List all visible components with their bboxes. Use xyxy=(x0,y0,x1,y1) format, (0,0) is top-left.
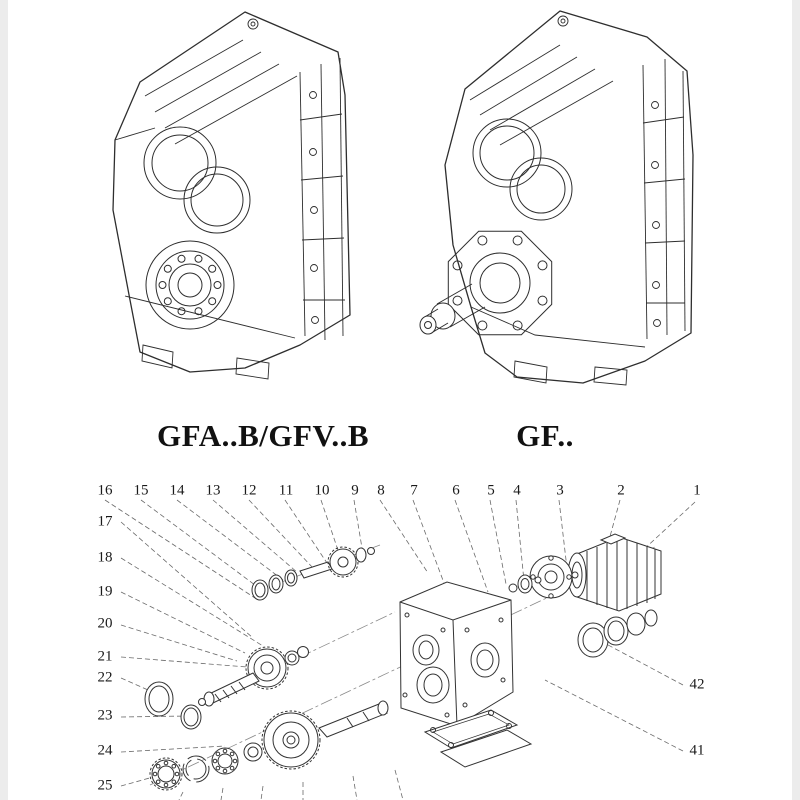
housing-details xyxy=(114,18,345,380)
output-gear-shaft-parts xyxy=(149,700,389,791)
callout-12: 12 xyxy=(241,482,257,499)
housing-outline xyxy=(444,10,694,384)
output-rings xyxy=(577,609,658,658)
callout-14: 14 xyxy=(169,482,185,499)
gear-bores xyxy=(472,118,573,221)
gear-bores xyxy=(143,126,251,234)
callout-20: 20 xyxy=(97,615,113,632)
output-shaft xyxy=(419,283,486,335)
callout-8: 8 xyxy=(377,482,385,499)
callout-21: 21 xyxy=(97,648,113,665)
callout-9: 9 xyxy=(351,482,359,499)
leader-lines xyxy=(104,499,696,800)
callout-19: 19 xyxy=(97,583,113,600)
motor-flange-coupling xyxy=(508,555,573,599)
model-label-gfab-gfvb: GFA..B/GFV..B xyxy=(156,418,370,453)
input-shaft-parts xyxy=(198,646,309,707)
callout-11: 11 xyxy=(278,482,294,499)
gearbox-drawing-gf xyxy=(415,5,715,395)
intermediate-shaft-parts xyxy=(251,546,375,601)
callout-24: 24 xyxy=(97,742,113,759)
callout-13: 13 xyxy=(205,482,221,499)
callout-17: 17 xyxy=(97,513,113,530)
seal-rings xyxy=(144,681,202,730)
callout-7: 7 xyxy=(410,482,418,499)
page-edge-left xyxy=(0,0,8,800)
callout-4: 4 xyxy=(513,482,521,499)
output-flange xyxy=(447,230,553,336)
callout-42: 42 xyxy=(689,676,705,693)
gasket-cover-plates xyxy=(423,709,533,768)
gearbox-housing xyxy=(399,581,514,727)
page-edge-right xyxy=(792,0,800,800)
output-bearing xyxy=(145,240,235,330)
gearbox-drawing-gfab-gfvb xyxy=(95,0,395,400)
housing-outline xyxy=(112,11,351,373)
callout-1: 1 xyxy=(693,482,701,499)
exploded-parts-art xyxy=(104,499,696,800)
callout-2: 2 xyxy=(617,482,625,499)
callout-41: 41 xyxy=(689,742,705,759)
callout-16: 16 xyxy=(97,482,113,499)
gearbox-gf-art xyxy=(419,10,694,386)
callout-25: 25 xyxy=(97,777,113,794)
callout-10: 10 xyxy=(314,482,330,499)
callout-18: 18 xyxy=(97,549,113,566)
callout-23: 23 xyxy=(97,707,113,724)
model-label-gf: GF.. xyxy=(516,418,574,453)
callout-3: 3 xyxy=(556,482,564,499)
callout-5: 5 xyxy=(487,482,495,499)
callout-15: 15 xyxy=(133,482,149,499)
exploded-view xyxy=(95,480,705,800)
housing-details xyxy=(469,15,686,386)
callout-6: 6 xyxy=(452,482,460,499)
callout-22: 22 xyxy=(97,669,113,686)
motor xyxy=(567,533,662,612)
gearbox-gfab-art xyxy=(112,11,351,380)
